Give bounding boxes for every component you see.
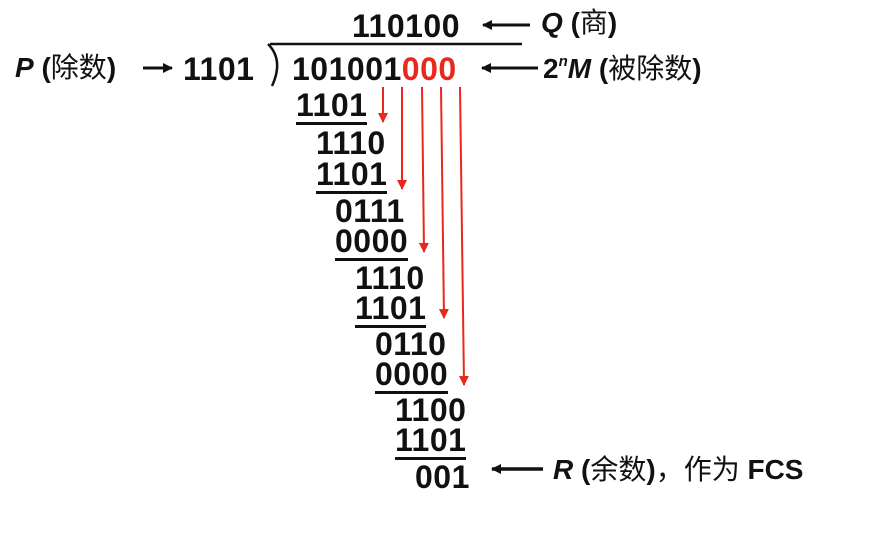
step-row: 0111 bbox=[335, 193, 405, 229]
remainder-paren-open: ( bbox=[581, 454, 591, 485]
dividend-paren-close: ) bbox=[692, 53, 702, 84]
dividend-value: 101001000 bbox=[292, 53, 457, 85]
step-row: 1110 bbox=[316, 125, 386, 161]
dividend-label: 2nM (被除数) bbox=[543, 54, 702, 83]
dividend-main: 101001 bbox=[292, 51, 402, 87]
remainder-cjk-suffix: ，作为 bbox=[655, 453, 740, 486]
step-row: 1101 bbox=[395, 422, 467, 460]
remainder-label: R (余数)，作为 FCS bbox=[553, 456, 803, 484]
step-row: 1101 bbox=[296, 87, 368, 125]
step-row: 1110 bbox=[355, 260, 425, 296]
bring-down-arrow-3 bbox=[418, 86, 429, 253]
quotient-symbol: Q bbox=[541, 7, 563, 38]
step-row: 1101 bbox=[316, 156, 388, 194]
remainder-symbol: R bbox=[553, 454, 574, 485]
division-bracket bbox=[267, 43, 279, 87]
remainder-value: 001 bbox=[415, 459, 470, 495]
divisor-label: P (除数) bbox=[15, 54, 116, 82]
dividend-exponent: n bbox=[558, 53, 568, 70]
quotient-value: 110100 bbox=[352, 8, 461, 44]
divisor-value: 1101 bbox=[183, 51, 255, 87]
quotient-label: Q (商) bbox=[541, 9, 617, 37]
divisor-paren-open: ( bbox=[41, 52, 51, 83]
dividend-appended-zeros: 000 bbox=[401, 51, 457, 87]
dividend-symbol: M bbox=[567, 53, 592, 84]
dividend-cjk: 被除数 bbox=[608, 52, 693, 85]
quotient-paren-close: ) bbox=[607, 7, 618, 38]
dividend-paren-open: ( bbox=[598, 53, 609, 84]
bring-down-arrow-4 bbox=[438, 86, 449, 319]
divisor-paren-close: ) bbox=[106, 52, 117, 83]
remainder-paren-close: ) bbox=[646, 454, 656, 485]
quotient-cjk: 商 bbox=[579, 6, 608, 39]
step-row: 1100 bbox=[395, 392, 467, 428]
step-row: 0000 bbox=[375, 356, 449, 394]
step-row: 1101 bbox=[355, 290, 427, 328]
divisor-cjk: 除数 bbox=[50, 51, 107, 84]
step-row: 0110 bbox=[375, 326, 447, 362]
remainder-fcs: FCS bbox=[747, 454, 804, 485]
remainder-cjk: 余数 bbox=[590, 453, 647, 486]
dividend-prefix: 2 bbox=[543, 53, 559, 84]
bring-down-arrow-5 bbox=[458, 86, 469, 386]
quotient-paren-open: ( bbox=[570, 7, 580, 38]
divisor-symbol: P bbox=[15, 52, 34, 83]
step-row: 0000 bbox=[335, 223, 409, 261]
